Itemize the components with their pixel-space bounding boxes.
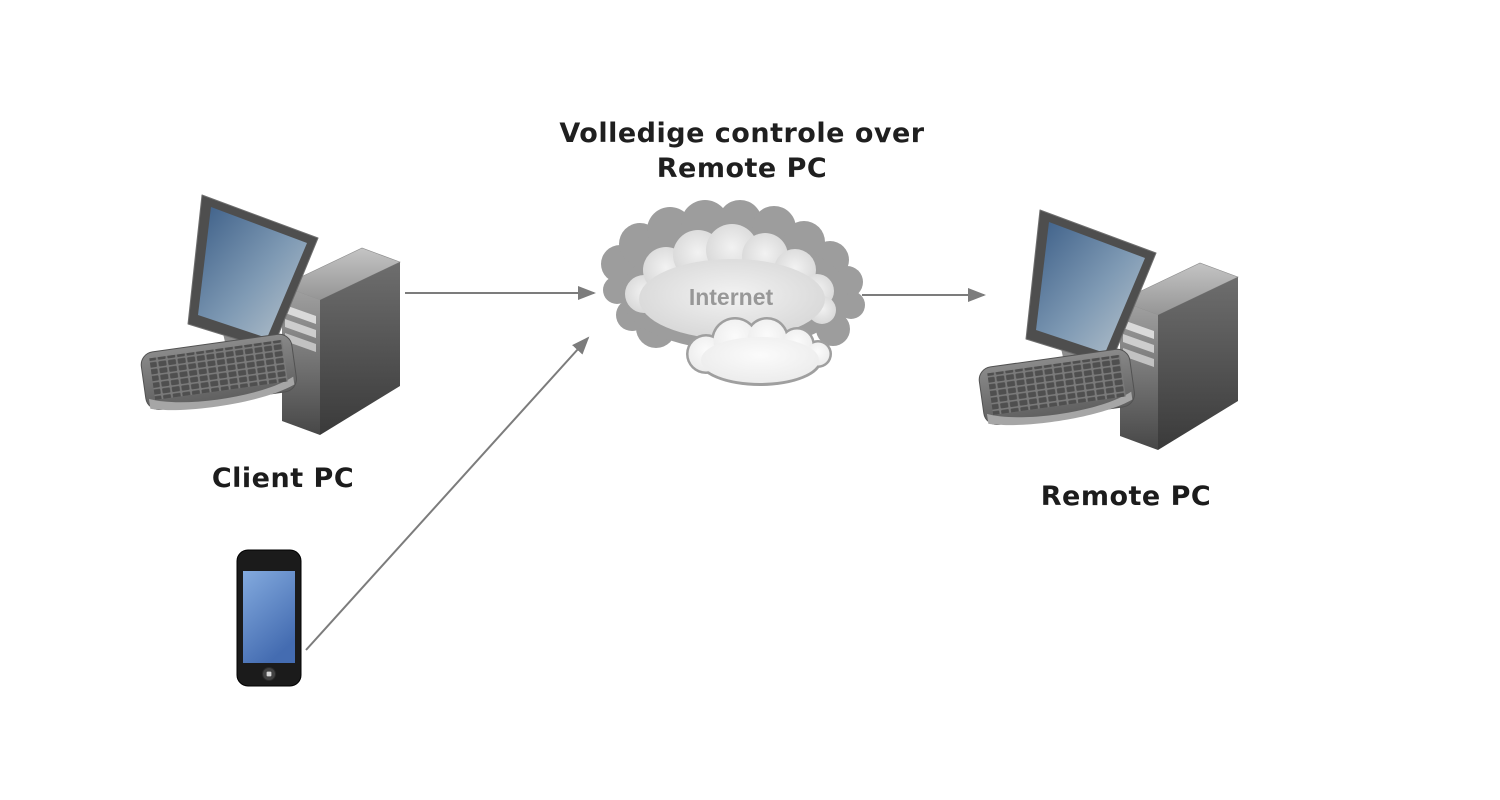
diagram-title: Volledige controle over Remote PC — [492, 116, 992, 186]
client-pc-icon — [139, 194, 401, 436]
remote-pc-label: Remote PC — [1040, 481, 1212, 512]
cloud-mid-puffs — [625, 224, 836, 339]
diagram-title-line1: Volledige controle over — [559, 118, 925, 149]
cloud-front-puffs — [688, 319, 830, 383]
remote-pc-icon — [977, 209, 1239, 451]
internet-label: Internet — [689, 284, 774, 310]
internet-cloud-icon: Internet — [601, 200, 865, 386]
diagram-title-line2: Remote PC — [656, 153, 828, 184]
smartphone-icon — [236, 549, 302, 687]
client-pc-label: Client PC — [211, 463, 355, 494]
smartphone-screen — [243, 571, 295, 663]
arrow-smartphone-to-internet — [305, 336, 590, 651]
